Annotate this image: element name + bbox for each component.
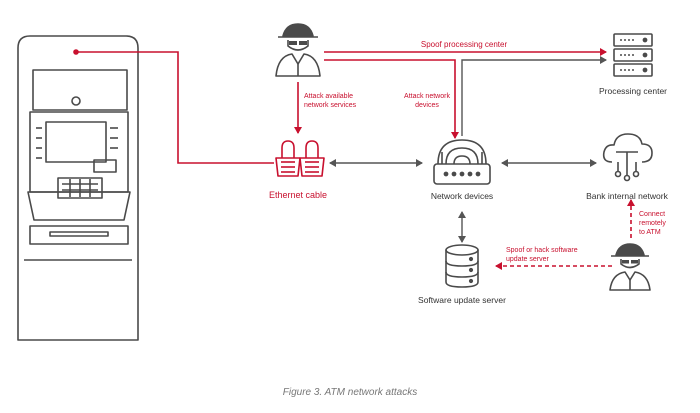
router-icon bbox=[433, 139, 491, 185]
connect-remotely-label-line1: Connect bbox=[639, 211, 665, 218]
hacker-icon bbox=[275, 23, 321, 77]
software-update-server-label: Software update server bbox=[418, 295, 506, 305]
atm-icon bbox=[17, 35, 139, 341]
spoof-processing-center-label: Spoof processing center bbox=[421, 40, 508, 49]
database-server-icon bbox=[445, 244, 479, 288]
attack-devices-label-line2: devices bbox=[415, 102, 439, 109]
cloud-network-icon bbox=[602, 133, 653, 182]
bank-internal-network-label: Bank internal network bbox=[586, 191, 668, 201]
network-devices-label: Network devices bbox=[431, 191, 493, 201]
ethernet-cable-icon bbox=[275, 140, 325, 177]
connection-lines bbox=[73, 48, 635, 270]
connect-remotely-label-line2: remotely bbox=[639, 220, 666, 227]
labels: Spoof processing center Attack available… bbox=[269, 40, 669, 398]
figure-caption: Figure 3. ATM network attacks bbox=[283, 387, 418, 398]
attack-services-label-line1: Attack available bbox=[304, 93, 353, 100]
hacker-icon bbox=[609, 243, 651, 291]
spoof-hack-label-line2: update server bbox=[506, 256, 549, 263]
attack-devices-label-line1: Attack network bbox=[404, 93, 450, 100]
processing-center-label: Processing center bbox=[599, 86, 667, 96]
spoof-hack-label-line1: Spoof or hack software bbox=[506, 247, 578, 254]
ethernet-cable-label: Ethernet cable bbox=[269, 190, 327, 200]
attack-services-label-line2: network services bbox=[304, 102, 357, 109]
connect-remotely-label-line3: to ATM bbox=[639, 229, 661, 236]
server-icon bbox=[613, 33, 653, 77]
